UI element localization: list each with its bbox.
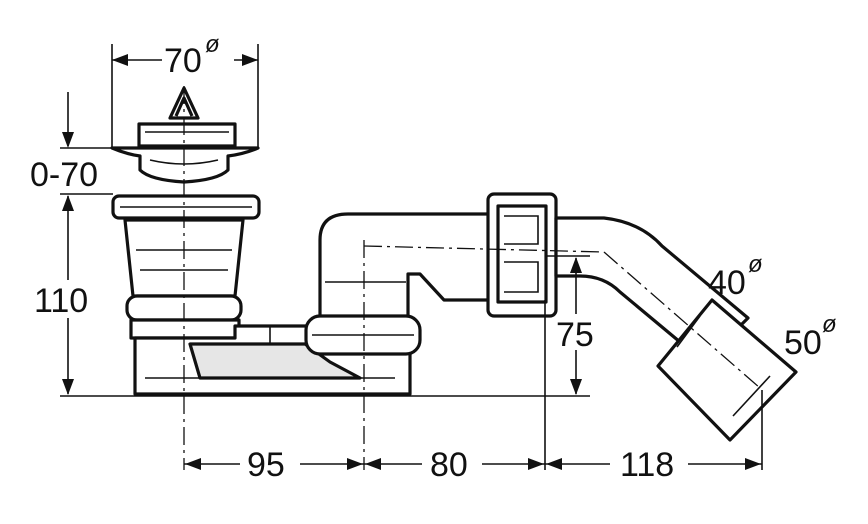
trap-body <box>133 324 412 396</box>
dimension-adjust-range: 0-70 <box>30 92 98 194</box>
flange-body <box>110 146 260 184</box>
dimension-top-diameter: 70 ø <box>112 31 258 80</box>
union-nut <box>486 192 558 318</box>
dim-label-outlet-diameter: 50 <box>784 324 822 362</box>
strainer-flange <box>110 146 260 184</box>
dim-label-span-3: 118 <box>620 446 674 484</box>
diameter-symbol-outlet: ø <box>822 311 837 338</box>
dimension-spans: 95 80 118 <box>184 446 762 484</box>
dim-label-pipe-diameter: 40 <box>708 264 746 302</box>
dim-label-span-1: 95 <box>247 446 285 484</box>
dimension-outlet-height: 75 <box>556 257 594 395</box>
drain-stopper <box>137 86 237 148</box>
diameter-symbol: ø <box>205 31 220 58</box>
trap-channel <box>188 342 362 380</box>
dimension-pipe-diameters: 40 ø 50 ø <box>708 251 837 362</box>
dim-label-height: 110 <box>34 282 88 320</box>
dimension-height: 110 <box>34 195 88 395</box>
riser-elbow <box>318 212 494 322</box>
diameter-symbol-pipe: ø <box>748 251 763 278</box>
center-lines <box>183 86 761 470</box>
dim-label-span-2: 80 <box>430 446 468 484</box>
stopper-cap <box>137 122 237 148</box>
riser <box>304 212 494 356</box>
dim-label-outlet-height: 75 <box>556 316 594 354</box>
waste-body <box>111 194 261 340</box>
dim-label-top-diameter: 70 <box>164 42 202 80</box>
extension-lines <box>60 44 763 470</box>
dim-label-adjust-range: 0-70 <box>30 156 98 194</box>
